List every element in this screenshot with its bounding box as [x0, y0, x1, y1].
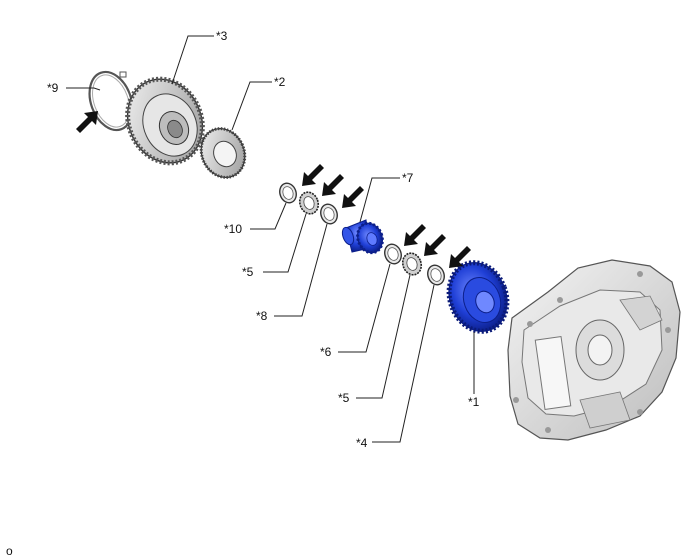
leader-line-5a: [263, 213, 307, 273]
snap-ring-part: [88, 70, 134, 132]
callout-5b: *5: [338, 391, 350, 405]
leader-line-4: [372, 284, 435, 443]
callout-7: *7: [402, 171, 414, 185]
callout-3: *3: [216, 29, 228, 43]
large-gear-part: [446, 260, 510, 334]
leader-line-5b: [356, 274, 411, 399]
arrow-icon: [342, 186, 364, 208]
arrow-icon: [302, 164, 324, 186]
leader-line-10: [250, 202, 287, 230]
leader-line-8: [274, 223, 328, 317]
clutch-drum-part: [125, 76, 205, 166]
leader-line-9: [66, 87, 101, 91]
needle-bearing-upper-part: [298, 191, 320, 215]
callout-1: *1: [468, 395, 480, 409]
leader-line-3: [171, 35, 214, 85]
needle-bearing-lower-part: [401, 252, 423, 276]
leader-line-7: [359, 177, 400, 223]
callout-6: *6: [320, 345, 332, 359]
bearing-part: [199, 127, 247, 179]
transmission-case-part: [507, 259, 681, 441]
washer-8-part: [320, 203, 338, 225]
arrow-icon: [76, 111, 98, 133]
leader-line-6: [338, 263, 391, 353]
gear-shaft-part: [341, 219, 384, 255]
callout-4: *4: [356, 436, 368, 450]
arrow-icon: [449, 246, 471, 268]
footer-mark: o: [6, 544, 13, 558]
callout-5a: *5: [242, 265, 254, 279]
leader-line-2: [231, 81, 272, 131]
callout-9: *9: [47, 81, 59, 95]
arrow-icon: [404, 224, 426, 246]
washer-6-part: [384, 243, 402, 265]
washer-4-part: [427, 264, 445, 286]
callout-8: *8: [256, 309, 268, 323]
callout-2: *2: [274, 75, 286, 89]
callout-10: *10: [224, 222, 242, 236]
arrow-icon: [322, 174, 344, 196]
arrow-icon: [424, 234, 446, 256]
washer-10-part: [279, 182, 297, 204]
